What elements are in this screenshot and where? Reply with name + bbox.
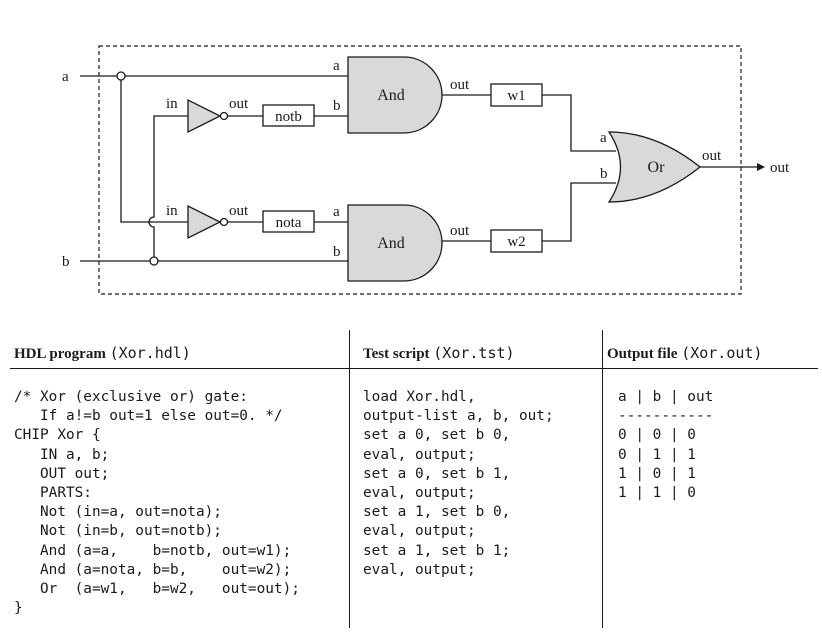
wire-box-w1-label: w1: [507, 88, 525, 104]
not-top-in-label: in: [166, 96, 178, 112]
or-gate: [607, 131, 702, 203]
divider-1: [349, 330, 350, 628]
hdl-file: (Xor.hdl): [109, 344, 191, 362]
divider-2: [602, 330, 603, 628]
not-gate-bottom: [187, 204, 222, 240]
and-top-name: And: [377, 87, 405, 104]
wire-b-up: [148, 115, 188, 261]
junction-b: [149, 256, 159, 266]
or-pin-b: b: [600, 166, 608, 182]
hdl-code: /* Xor (exclusive or) gate: If a!=b out=…: [14, 389, 300, 617]
input-a-label: a: [62, 69, 69, 85]
header-rule: [10, 368, 818, 369]
and-gate-top: [347, 56, 443, 134]
test-header: Test script (Xor.tst): [363, 344, 515, 363]
and-bottom-pin-a: a: [333, 204, 340, 220]
not-bottom-in-label: in: [166, 203, 178, 219]
and-gate-bottom: [347, 204, 443, 282]
not-gate-top-bubble: [219, 111, 229, 121]
not-top-out-label: out: [229, 96, 249, 112]
and-bottom-pin-b: b: [333, 244, 341, 260]
output-arrow: [757, 163, 765, 171]
hdl-header: HDL program (Xor.hdl): [14, 344, 191, 363]
and-bottom-name: And: [377, 235, 405, 252]
test-code: load Xor.hdl, output-list a, b, out; set…: [363, 389, 554, 578]
not-gate-bottom-bubble: [219, 217, 229, 227]
and-top-pin-out: out: [450, 77, 470, 93]
wire-box-notb-label: notb: [275, 109, 302, 125]
out-title: Output file: [607, 346, 678, 362]
and-bottom-pin-out: out: [450, 223, 470, 239]
code-tables: HDL program (Xor.hdl) /* Xor (exclusive …: [0, 330, 822, 630]
wire-box-w2-label: w2: [507, 234, 525, 250]
out-code: a | b | out ----------- 0 | 0 | 0 0 | 1 …: [618, 389, 714, 502]
test-file: (Xor.tst): [433, 344, 515, 362]
wire-a-down: [120, 76, 188, 223]
out-file: (Xor.out): [681, 344, 763, 362]
output-label: out: [770, 160, 790, 176]
not-gate-top: [187, 98, 222, 134]
input-b-label: b: [62, 254, 70, 270]
not-bottom-out-label: out: [229, 203, 249, 219]
or-pin-a: a: [600, 130, 607, 146]
out-header: Output file (Xor.out): [607, 344, 762, 363]
chip-boundary: [98, 45, 742, 295]
or-name: Or: [648, 159, 666, 176]
test-title: Test script: [363, 346, 430, 362]
junction-a: [116, 71, 126, 81]
or-pin-out: out: [702, 148, 722, 164]
xor-circuit-diagram: a b out in out in out notb nota w1 w2 An…: [62, 45, 790, 295]
hdl-title: HDL program: [14, 346, 106, 362]
wire-box-nota-label: nota: [276, 215, 302, 231]
and-top-pin-b: b: [333, 98, 341, 114]
and-top-pin-a: a: [333, 58, 340, 74]
